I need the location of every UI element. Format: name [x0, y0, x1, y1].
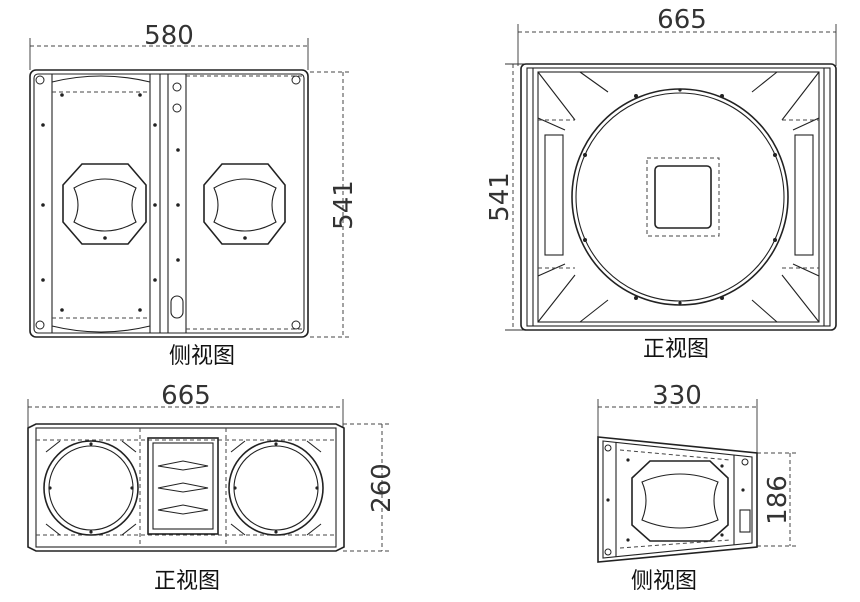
height-label: 186 — [763, 475, 793, 525]
height-dimension-541: 541 — [485, 63, 535, 331]
front-view-1: 665 541 — [485, 5, 837, 362]
width-dimension-330: 330 — [597, 381, 758, 453]
caption: 侧视图 — [169, 344, 235, 369]
height-dimension-186: 186 — [757, 452, 796, 547]
width-label: 330 — [652, 381, 702, 411]
height-label: 541 — [329, 180, 359, 230]
cabinet-side-trapezoid — [597, 436, 758, 563]
width-label: 665 — [657, 5, 707, 35]
front-view-2: 665 260 — [27, 381, 397, 594]
cabinet-outline — [29, 69, 309, 338]
side-view-2: 330 186 侧视图 — [597, 381, 796, 594]
width-dimension-665: 665 — [517, 5, 837, 66]
width-dimension-580: 580 — [29, 21, 309, 70]
height-label: 260 — [367, 463, 397, 513]
width-label: 580 — [144, 21, 194, 51]
side-view-1: 580 541 — [29, 21, 359, 369]
caption: 正视图 — [154, 569, 220, 594]
height-label: 541 — [485, 172, 515, 222]
height-dimension-541: 541 — [310, 71, 359, 338]
caption: 侧视图 — [631, 569, 697, 594]
caption: 正视图 — [643, 337, 709, 362]
height-dimension-260: 260 — [343, 423, 397, 552]
cabinet-front-twin — [27, 423, 345, 552]
width-dimension-665: 665 — [27, 381, 344, 428]
width-label: 665 — [161, 381, 211, 411]
cabinet-front — [520, 63, 837, 331]
